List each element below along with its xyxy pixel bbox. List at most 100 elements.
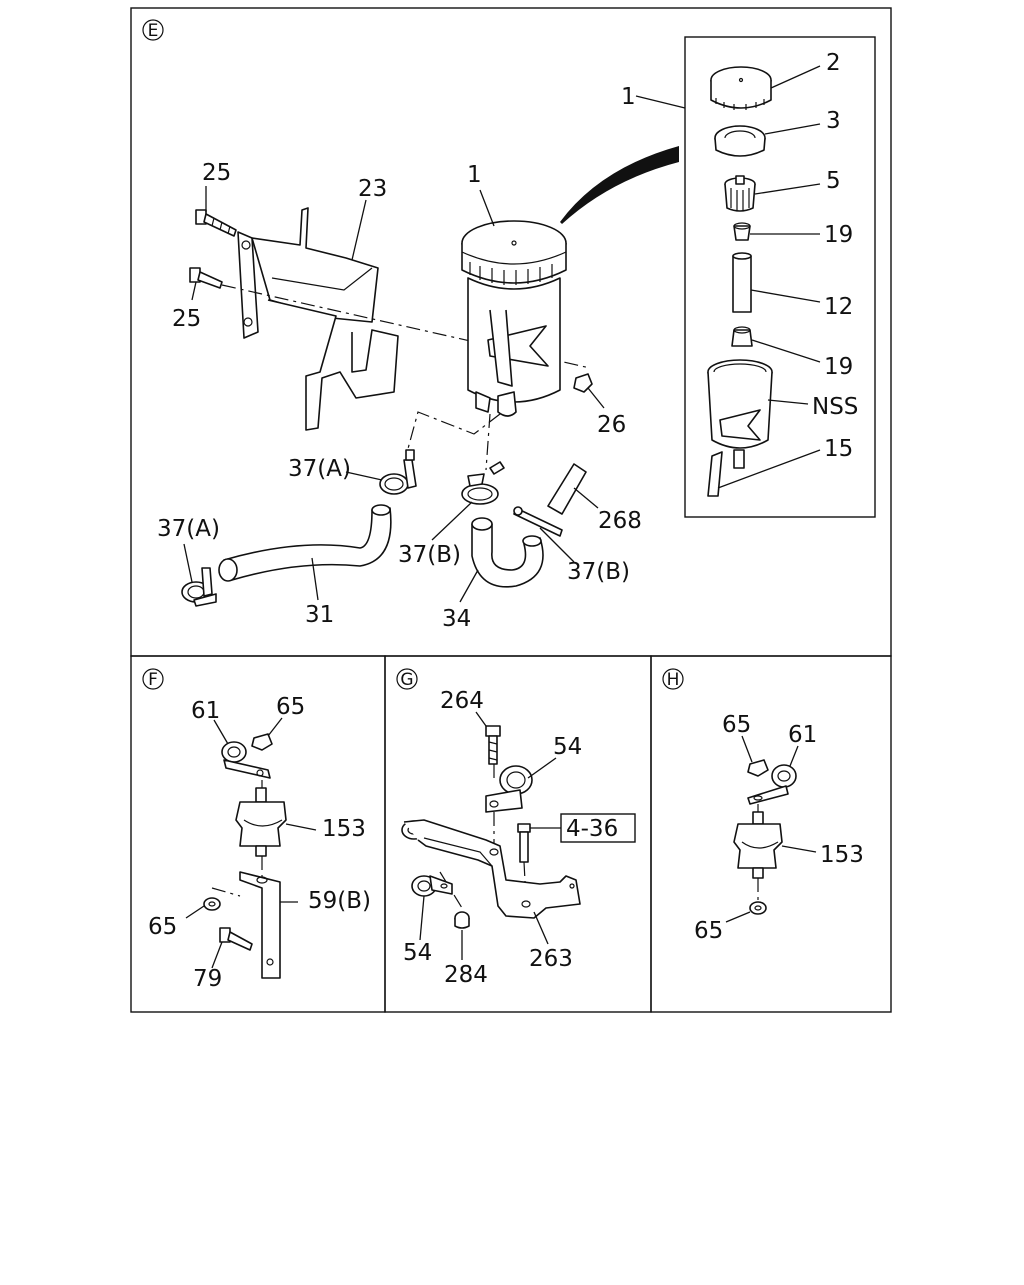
label-264: 264 xyxy=(440,688,484,714)
panel-h-frame xyxy=(650,655,892,1013)
seal-3 xyxy=(714,125,766,157)
bracket-263 xyxy=(401,819,581,919)
label-34: 34 xyxy=(442,606,471,632)
label-65-h-upper: 65 xyxy=(722,712,751,738)
tube-12 xyxy=(732,252,752,313)
panel-g-leaders xyxy=(419,711,561,960)
panel-g-letter: G xyxy=(400,670,413,690)
panel-h-labels: 65 61 153 65 xyxy=(694,712,864,944)
alignment-line-3 xyxy=(485,413,491,471)
panel-e: E xyxy=(142,19,876,632)
panel-f-letter-circle xyxy=(142,668,164,690)
strip-268 xyxy=(547,463,587,515)
label-284: 284 xyxy=(444,962,488,988)
nut-65-f-lower xyxy=(203,897,221,911)
bolt-25a xyxy=(195,209,237,237)
strainer-5 xyxy=(724,175,756,212)
label-54-g-lower: 54 xyxy=(403,940,432,966)
panel-g-labels: 264 54 4-36 54 284 263 xyxy=(403,688,618,988)
bolt-79 xyxy=(219,927,253,951)
bolt-4-36 xyxy=(517,823,531,863)
panel-h: H 65 61 15 xyxy=(662,668,864,944)
label-61-h: 61 xyxy=(788,722,817,748)
label-25a: 25 xyxy=(202,160,231,186)
elbow-hose-34 xyxy=(471,517,544,588)
label-19b: 19 xyxy=(824,354,853,380)
label-2: 2 xyxy=(826,50,841,76)
nut-284 xyxy=(454,911,470,929)
bolt-264 xyxy=(485,725,501,765)
clamp-37b-main xyxy=(461,461,505,505)
panel-frames xyxy=(130,7,892,1013)
nut-65-h-lower xyxy=(749,901,767,915)
label-nss: NSS xyxy=(812,394,858,420)
panel-f-labels: 61 65 153 59(B) 65 79 xyxy=(148,694,371,992)
panel-e-letter: E xyxy=(148,21,159,41)
panel-f-leaders xyxy=(185,717,317,969)
alignment-line-2 xyxy=(405,411,501,457)
alignment-line-1 xyxy=(221,284,591,369)
label-79: 79 xyxy=(193,966,222,992)
detail-pointer xyxy=(560,146,679,224)
panel-h-letter: H xyxy=(667,670,680,690)
reservoir-tank-1 xyxy=(461,220,567,417)
label-61-f: 61 xyxy=(191,698,220,724)
cap-2 xyxy=(710,66,772,110)
reservoir-exploded-box xyxy=(684,36,876,518)
label-19a: 19 xyxy=(824,222,853,248)
clamp-37b-right xyxy=(513,506,563,537)
label-65-f-upper: 65 xyxy=(276,694,305,720)
bolt-25b xyxy=(189,267,223,289)
panel-g: G xyxy=(396,668,636,988)
bracket-23 xyxy=(237,207,399,431)
nut-65-h-upper xyxy=(747,759,769,777)
label-65-f-lower: 65 xyxy=(148,914,177,940)
label-12: 12 xyxy=(824,294,853,320)
label-37b-right: 37(B) xyxy=(567,559,630,585)
label-15: 15 xyxy=(824,436,853,462)
label-263: 263 xyxy=(529,946,573,972)
grommet-19a xyxy=(733,222,751,241)
clamp-37a-upper xyxy=(379,449,417,495)
panel-h-letter-circle xyxy=(662,668,684,690)
panel-f: F xyxy=(142,668,371,992)
mount-153-h xyxy=(733,811,783,879)
axis-f-3 xyxy=(211,887,241,897)
label-153-f: 153 xyxy=(322,816,366,842)
nut-65-f-upper xyxy=(251,733,273,751)
label-59b: 59(B) xyxy=(308,888,371,914)
label-37b-left: 37(B) xyxy=(398,542,461,568)
label-25b: 25 xyxy=(172,306,201,332)
panel-e-letter-circle xyxy=(142,19,164,41)
label-5: 5 xyxy=(826,168,841,194)
panel-g-letter-circle xyxy=(396,668,418,690)
grommet-19b xyxy=(731,326,753,347)
label-37a-upper: 37(A) xyxy=(288,456,351,482)
label-268: 268 xyxy=(598,508,642,534)
label-1-box: 1 xyxy=(621,84,636,110)
clamp-37a-lower xyxy=(181,567,217,607)
label-1-main: 1 xyxy=(467,162,482,188)
label-54-g-upper: 54 xyxy=(553,734,582,760)
clip-61-h xyxy=(747,764,797,805)
clip-54-g-upper xyxy=(485,765,533,813)
label-4-36: 4-36 xyxy=(566,816,618,842)
body-nss xyxy=(707,359,773,469)
panel-h-leaders xyxy=(725,735,817,923)
label-23: 23 xyxy=(358,176,387,202)
clip-54-g-lower xyxy=(411,875,453,897)
bracket-15 xyxy=(707,451,723,497)
hose-31 xyxy=(218,504,392,582)
mount-153-f xyxy=(235,787,287,857)
panel-e-leaders xyxy=(183,65,821,603)
label-153-h: 153 xyxy=(820,842,864,868)
label-65-h-lower: 65 xyxy=(694,918,723,944)
clip-61-f xyxy=(221,741,271,779)
label-26: 26 xyxy=(597,412,626,438)
bracket-59b xyxy=(239,871,281,979)
label-3: 3 xyxy=(826,108,841,134)
panel-e-labels: 1 1 2 3 5 19 12 19 NSS 15 25 25 23 26 37… xyxy=(157,50,858,632)
panel-f-letter: F xyxy=(148,670,158,690)
